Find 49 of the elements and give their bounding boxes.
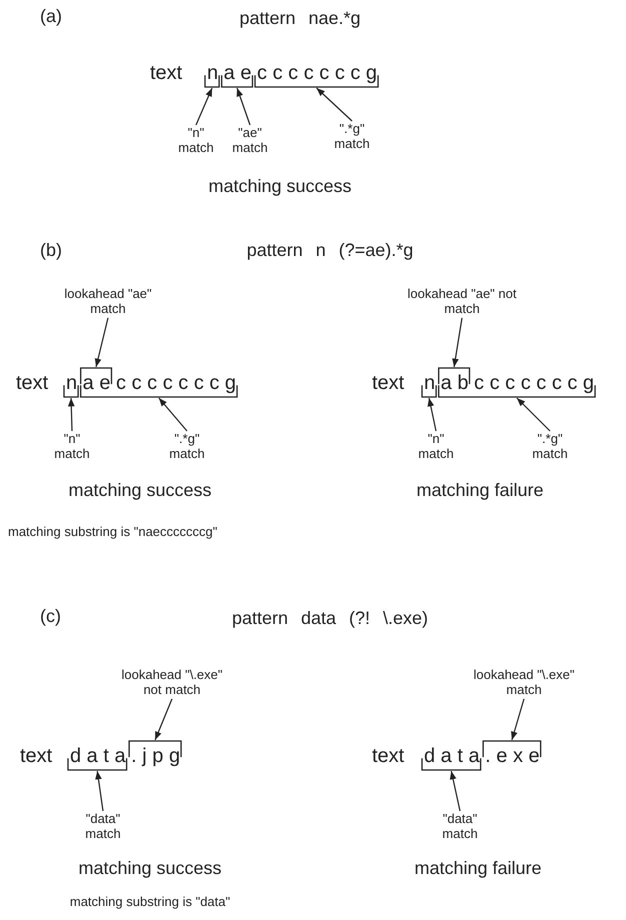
note-text: matching substring is "naecccccccg" <box>8 525 218 540</box>
pattern-text: pattern nae.*g <box>239 8 361 29</box>
match-label: ".*g" match <box>528 432 572 462</box>
arrow <box>158 398 188 432</box>
match-label: "data" match <box>438 812 482 842</box>
arrow <box>511 698 525 740</box>
arrow <box>428 398 437 432</box>
text-label: text <box>20 745 52 768</box>
character-sequence: d a t a . j p g <box>70 745 180 768</box>
character-sequence: n a e c c c c c c c g <box>207 62 378 85</box>
pattern-text: pattern data (?! \.exe) <box>232 608 428 629</box>
text-label: text <box>372 372 404 395</box>
arrow <box>95 770 104 812</box>
text-label: text <box>372 745 404 768</box>
pattern-text: pattern n (?=ae).*g <box>246 240 414 261</box>
match-label: ".*g" match <box>165 432 209 462</box>
lookahead-label: lookahead "ae" match <box>53 287 163 317</box>
match-label: "data" match <box>81 812 125 842</box>
match-label: "n" match <box>174 126 218 156</box>
lookahead-label: lookahead "\.exe" match <box>464 668 584 698</box>
panel-label: (c) <box>40 606 61 627</box>
match-label: ".*g" match <box>330 122 374 152</box>
result-text: matching success <box>78 858 222 879</box>
note-text: matching substring is "data" <box>70 895 230 910</box>
panel-label: (a) <box>40 6 62 27</box>
text-label: text <box>16 372 48 395</box>
arrow <box>450 770 461 812</box>
arrow <box>236 88 251 126</box>
arrow <box>452 318 463 368</box>
match-label: "n" match <box>414 432 458 462</box>
match-label: "ae" match <box>228 126 272 156</box>
arrow <box>516 398 550 432</box>
character-sequence: n a b c c c c c c c g <box>424 372 594 395</box>
character-sequence: d a t a . e x e <box>424 745 540 768</box>
arrow <box>94 318 109 368</box>
arrow <box>316 88 352 122</box>
result-text: matching failure <box>414 858 542 879</box>
character-sequence: n a e c c c c c c c g <box>66 372 236 395</box>
panel-label: (b) <box>40 240 62 261</box>
result-text: matching success <box>208 176 352 197</box>
arrow <box>195 88 213 126</box>
lookahead-label: lookahead "\.exe" not match <box>112 668 232 698</box>
arrow <box>154 698 173 740</box>
match-label: "n" match <box>50 432 94 462</box>
arrow <box>68 398 75 432</box>
result-text: matching success <box>68 480 212 501</box>
result-text: matching failure <box>416 480 544 501</box>
lookahead-label: lookahead "ae" not match <box>407 287 517 317</box>
text-label: text <box>150 62 182 85</box>
